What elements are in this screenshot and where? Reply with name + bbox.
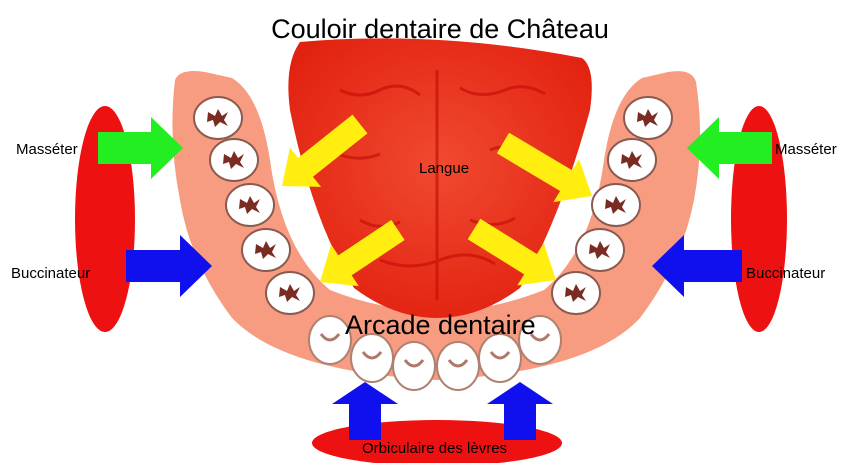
tooth-icon — [266, 272, 314, 314]
tooth-icon — [437, 342, 479, 390]
orbicularis-label: Orbiculaire des lèvres — [362, 441, 507, 456]
tooth-icon — [351, 334, 393, 382]
tooth-icon — [592, 184, 640, 226]
dental-arch-label: Arcade dentaire — [345, 312, 536, 339]
tongue-label: Langue — [419, 161, 469, 176]
tooth-icon — [194, 97, 242, 139]
tooth-icon — [608, 139, 656, 181]
masseter-right-label: Masséter — [775, 142, 837, 157]
tooth-icon — [242, 229, 290, 271]
tooth-icon — [210, 139, 258, 181]
masseter-left-label: Masséter — [16, 142, 78, 157]
diagram-title: Couloir dentaire de Château — [260, 12, 620, 47]
tooth-icon — [479, 334, 521, 382]
buccinator-right-label: Buccinateur — [746, 266, 825, 281]
buccinator-left-label: Buccinateur — [11, 266, 90, 281]
tooth-icon — [576, 229, 624, 271]
tooth-icon — [624, 97, 672, 139]
tooth-icon — [226, 184, 274, 226]
tooth-icon — [552, 272, 600, 314]
tooth-icon — [393, 342, 435, 390]
